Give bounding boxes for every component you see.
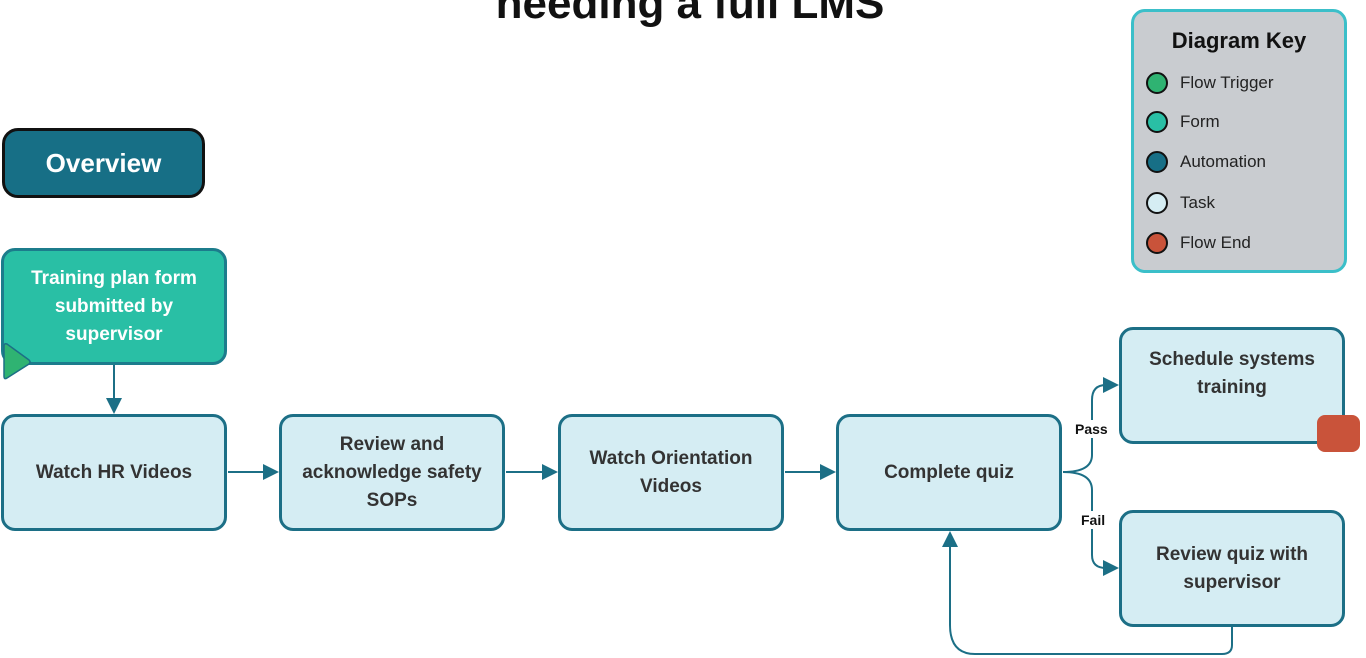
key-item-label: Form [1180, 112, 1220, 131]
key-item-label: Automation [1180, 152, 1266, 171]
node-review-quiz-with-supervisor: Review quiz with supervisor [1119, 510, 1345, 627]
key-item-label: Task [1180, 193, 1215, 212]
diagram-key: Diagram Key Flow Trigger Form Automation… [1131, 9, 1347, 273]
node-watch-hr-videos: Watch HR Videos [1, 414, 227, 531]
key-item-form: Form [1146, 109, 1220, 135]
node-review-safety-sops: Review and acknowledge safety SOPs [279, 414, 505, 531]
key-item-label: Flow Trigger [1180, 73, 1274, 92]
key-item-flow-end: Flow End [1146, 230, 1251, 256]
edge-label-pass: Pass [1071, 420, 1112, 438]
diagram-title: needing a full LMS [495, 0, 885, 28]
task-swatch [1146, 192, 1168, 214]
flow-end-swatch [1146, 232, 1168, 254]
node-complete-quiz: Complete quiz [836, 414, 1062, 531]
flow-trigger-marker [3, 343, 31, 380]
edge-quiz-to-review [1062, 471, 1119, 576]
key-item-label: Flow End [1180, 233, 1251, 252]
flow-end-marker [1317, 415, 1360, 452]
key-item-flow-trigger: Flow Trigger [1146, 70, 1274, 96]
form-swatch [1146, 111, 1168, 133]
edge-label-fail: Fail [1077, 511, 1110, 529]
key-item-task: Task [1146, 190, 1215, 216]
edge-quiz-to-schedule [1062, 377, 1119, 473]
node-watch-orientation-videos: Watch Orientation Videos [558, 414, 784, 531]
flow-trigger-swatch [1146, 72, 1168, 94]
key-item-automation: Automation [1146, 149, 1266, 175]
edge-review-loop-back [942, 531, 1233, 655]
diagram-key-title: Diagram Key [1171, 28, 1307, 53]
node-schedule-systems-training: Schedule systems training [1119, 327, 1345, 444]
node-training-plan-form: Training plan form submitted by supervis… [1, 248, 227, 365]
overview-badge: Overview [2, 128, 205, 198]
automation-swatch [1146, 151, 1168, 173]
